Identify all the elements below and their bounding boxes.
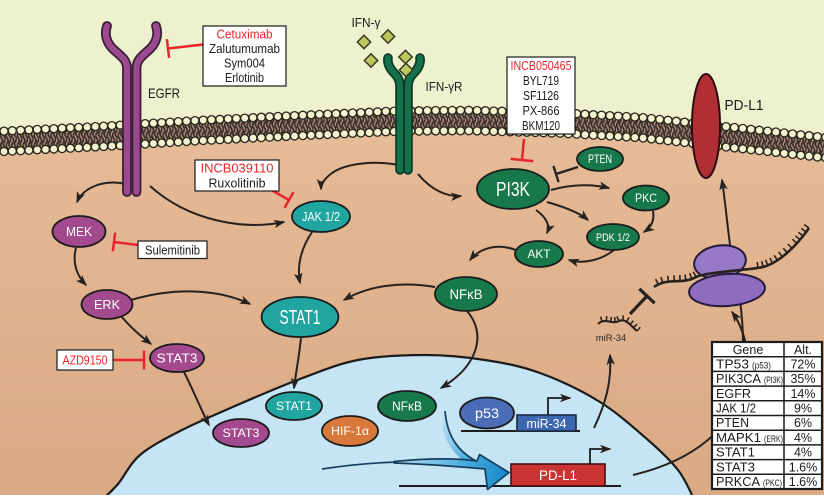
svg-text:EGFR: EGFR [716,386,751,401]
svg-text:(p53): (p53) [752,360,771,370]
svg-text:PD-L1: PD-L1 [725,98,764,114]
svg-text:INCB050465: INCB050465 [511,59,572,73]
svg-text:miR-34: miR-34 [527,417,567,431]
svg-text:6%: 6% [794,416,812,430]
svg-text:ERK: ERK [94,297,120,312]
svg-text:1.6%: 1.6% [789,460,818,474]
svg-text:HIF-1α: HIF-1α [331,424,369,438]
svg-text:NFκB: NFκB [392,399,422,413]
svg-text:STAT1: STAT1 [716,445,755,460]
svg-text:Zalutumumab: Zalutumumab [209,42,280,56]
svg-text:PIK3CA: PIK3CA [716,371,761,386]
svg-text:Cetuximab: Cetuximab [217,28,273,42]
svg-text:PRKCA: PRKCA [716,474,760,489]
svg-text:AKT: AKT [528,249,551,261]
svg-text:(ERK): (ERK) [764,434,783,444]
svg-text:MAPK1: MAPK1 [716,430,761,445]
svg-text:Alt.: Alt. [794,343,812,357]
svg-text:STAT3: STAT3 [223,426,260,440]
svg-text:IFN-γR: IFN-γR [426,79,463,94]
svg-text:4%: 4% [794,431,812,445]
svg-text:PD-L1: PD-L1 [539,468,577,483]
svg-text:9%: 9% [794,402,812,416]
svg-text:35%: 35% [790,372,815,386]
svg-text:Erlotinib: Erlotinib [225,71,264,85]
svg-text:NFκB: NFκB [450,286,483,302]
svg-text:SF1126: SF1126 [523,89,559,103]
svg-text:STAT3: STAT3 [157,351,198,365]
svg-text:PKC: PKC [635,193,657,205]
svg-text:STAT1: STAT1 [276,399,312,413]
svg-text:PI3K: PI3K [496,179,531,201]
svg-text:Ruxolitinib: Ruxolitinib [209,176,266,191]
svg-text:1.6%: 1.6% [789,475,818,489]
svg-text:TP53: TP53 [716,356,749,371]
svg-text:IFN-γ: IFN-γ [352,15,381,30]
svg-text:BKM120: BKM120 [522,119,560,133]
svg-text:Sym004: Sym004 [224,57,265,71]
svg-text:BYL719: BYL719 [523,74,559,88]
svg-text:Gene: Gene [733,343,764,357]
svg-text:Sulemitinib: Sulemitinib [145,242,200,257]
svg-text:miR-34: miR-34 [596,333,627,344]
svg-text:PDK 1/2: PDK 1/2 [596,232,630,244]
svg-text:STAT1: STAT1 [280,307,321,329]
svg-text:14%: 14% [790,387,815,401]
svg-text:(PI3K): (PI3K) [764,375,783,385]
svg-text:STAT3: STAT3 [716,459,755,474]
svg-text:PTEN: PTEN [588,154,612,166]
svg-text:p53: p53 [475,405,499,421]
svg-text:MEK: MEK [66,224,92,239]
svg-text:EGFR: EGFR [148,85,180,101]
svg-text:JAK 1/2: JAK 1/2 [716,401,756,416]
svg-text:JAK 1/2: JAK 1/2 [302,210,340,224]
svg-text:INCB039110: INCB039110 [201,161,274,176]
svg-text:72%: 72% [790,357,815,371]
svg-text:AZD9150: AZD9150 [63,353,108,367]
svg-text:PTEN: PTEN [716,415,749,430]
svg-text:(PKC): (PKC) [763,478,782,488]
svg-text:PX-866: PX-866 [523,104,560,118]
svg-text:4%: 4% [794,446,812,460]
